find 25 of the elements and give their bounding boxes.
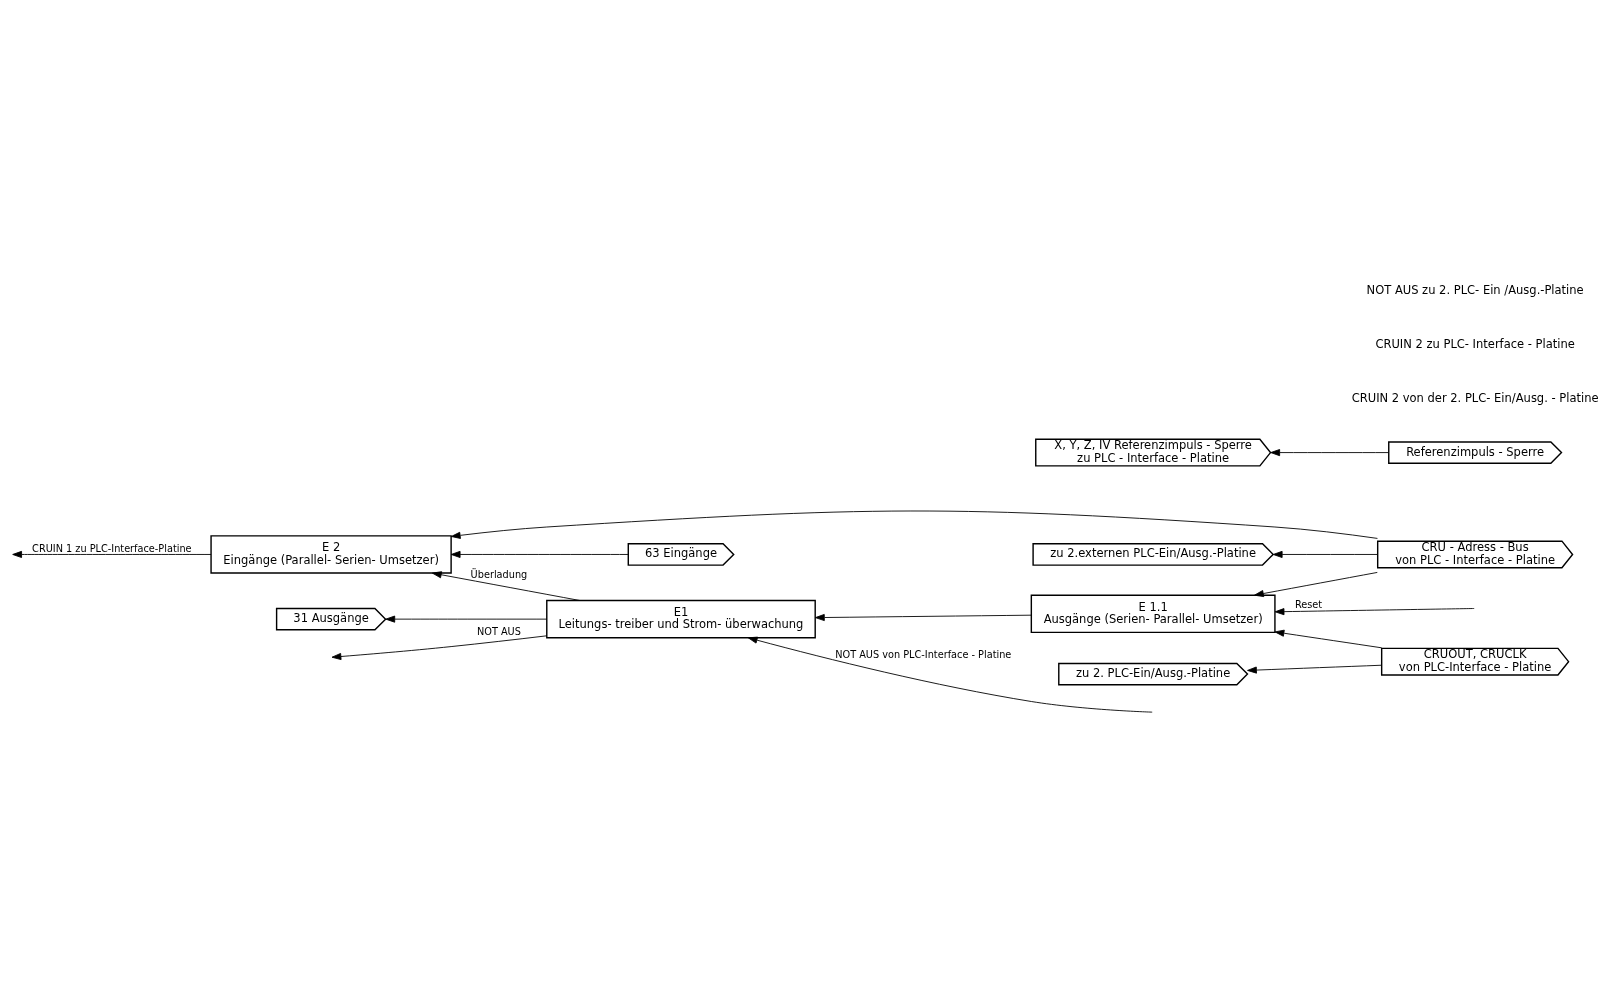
label: CRUIN 2 zu PLC- Interface - Platine — [1375, 336, 1575, 351]
node-box: E 1.1 Ausgänge (Serien- Parallel- Umsetzer) — [1030, 594, 1276, 634]
label: CRUIN 2 von der 2. PLC- Ein/Ausg. - Platine — [1351, 390, 1599, 405]
arrow — [1274, 629, 1383, 649]
arrow — [12, 550, 212, 558]
arrow — [450, 550, 629, 558]
arrow — [331, 635, 548, 661]
label: NOT AUS zu 2. PLC- Ein /Ausg.-Platine — [1366, 282, 1584, 297]
arrow — [1274, 608, 1475, 616]
arrow — [1272, 550, 1378, 558]
edge-label: Reset — [1294, 599, 1323, 611]
arrow — [1254, 572, 1378, 598]
edge-label: NOT AUS — [476, 625, 521, 637]
edge-label: CRUIN 1 zu PLC-Interface-Platine — [32, 542, 192, 554]
arrow — [747, 636, 1153, 713]
arrow — [1270, 449, 1389, 457]
node-box: E1 Leitungs- treiber und Strom- überwachung — [546, 599, 816, 639]
arrow — [450, 510, 1378, 539]
arrow — [1247, 664, 1383, 674]
arrow — [431, 571, 581, 601]
arrow — [385, 615, 548, 623]
arrow — [815, 613, 1032, 622]
node-box: E 2 Eingänge (Parallel- Serien- Umsetzer) — [210, 535, 452, 574]
edge-label: Überladung — [470, 569, 528, 581]
edge-label: NOT AUS von PLC-Interface - Platine — [835, 648, 1012, 660]
